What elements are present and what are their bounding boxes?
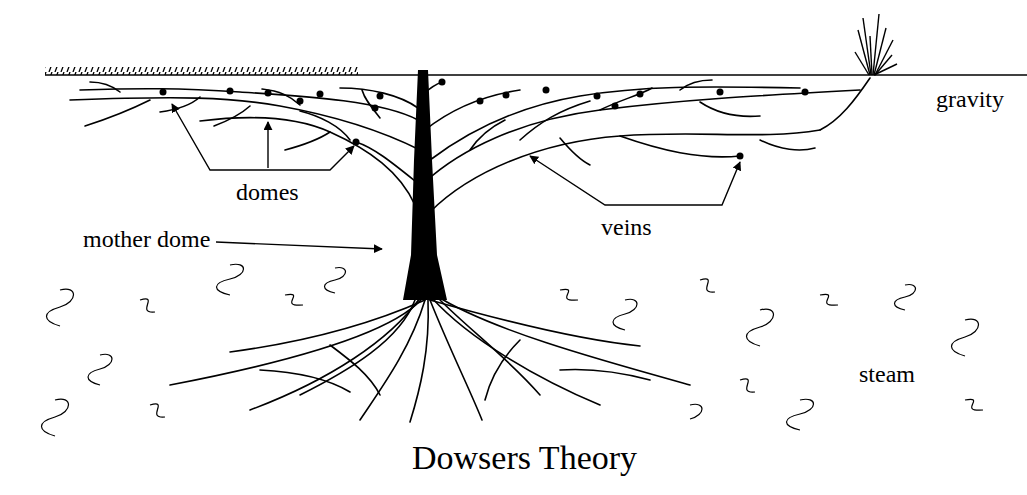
tree-roots [560, 369, 650, 380]
dome-dots [503, 92, 510, 99]
dome-dots [439, 79, 446, 86]
dome-dots [594, 93, 601, 100]
tree-roots [430, 300, 482, 420]
vein-branches [200, 118, 415, 205]
vein-branches [70, 98, 420, 150]
vein-branches [470, 120, 505, 150]
tree-roots [485, 340, 520, 400]
dome-dots [543, 87, 550, 94]
vein-branches [214, 106, 250, 126]
vein-branches [70, 78, 870, 212]
dome-dots [160, 79, 809, 160]
vein-branches [520, 101, 590, 140]
steam-wisps [285, 294, 303, 305]
steam-wisps [787, 399, 814, 430]
vein-branches [430, 130, 820, 212]
leader-arrows [267, 122, 268, 168]
grass-tuft [875, 55, 892, 75]
steam-wisps [690, 404, 702, 419]
grass-tuft [855, 52, 869, 75]
dome-dots [737, 153, 744, 160]
steam-wisps [895, 285, 916, 310]
vein-branches [620, 136, 740, 157]
steam-wisps [965, 399, 983, 410]
force-label: gravity [935, 86, 1005, 114]
part-label: veins [600, 214, 653, 242]
dome-dots [353, 139, 360, 146]
vein-branches [160, 97, 200, 112]
vein-branches [80, 89, 418, 120]
steam-wisps [42, 264, 984, 436]
tree-roots [330, 345, 380, 395]
ground-surface [45, 67, 1027, 75]
steam-wisps [150, 404, 165, 417]
steam-wisps [747, 309, 774, 346]
tree-trunk [403, 70, 447, 300]
grass-tuft [855, 14, 897, 75]
dome-dots [160, 89, 167, 96]
vein-branches [262, 89, 300, 105]
steam-wisps [140, 299, 155, 312]
dome-dots [297, 98, 304, 105]
part-label: mother dome [82, 226, 211, 254]
steam-wisps [740, 379, 755, 392]
steam-wisps [952, 319, 979, 356]
steam-wisps [325, 268, 346, 293]
grass-tuft [874, 28, 886, 75]
leader-arrows [172, 104, 740, 249]
layer-label: steam [858, 361, 916, 389]
tree-roots [250, 298, 420, 410]
vein-branches [356, 142, 420, 185]
vein-branches [85, 100, 150, 126]
tree-roots [410, 300, 428, 422]
leader-arrows [216, 242, 382, 249]
vein-branches [90, 82, 120, 92]
dome-dots [265, 90, 272, 97]
tree-roots [440, 300, 540, 395]
dome-dots [802, 89, 809, 96]
steam-wisps [560, 289, 578, 300]
steam-wisps [613, 299, 637, 330]
grass-tuft [874, 64, 897, 75]
vein-branches [700, 102, 760, 116]
vein-branches [600, 88, 652, 110]
tree-trunk [403, 70, 447, 300]
vein-branches [425, 90, 860, 182]
steam-wisps [820, 294, 838, 305]
vein-branches [285, 132, 330, 150]
steam-wisps [88, 354, 112, 385]
dome-dots [227, 88, 234, 95]
tree-roots [435, 295, 690, 385]
dome-dots [377, 93, 384, 100]
steam-wisps [47, 289, 74, 326]
steam-wisps [217, 264, 244, 295]
leader-arrows [172, 104, 354, 170]
vein-branches [680, 80, 712, 90]
vein-branches [760, 140, 815, 150]
part-label: domes [235, 179, 300, 207]
dome-dots [637, 91, 644, 98]
vein-branches [560, 138, 590, 165]
dome-dots [717, 89, 724, 96]
dome-dots [612, 103, 619, 110]
steam-wisps [42, 399, 69, 436]
grass-tuft [870, 36, 872, 75]
dome-dots [477, 98, 484, 105]
tree-roots [170, 295, 690, 422]
figure-caption: Dowsers Theory [412, 438, 637, 477]
vein-branches [422, 82, 442, 95]
steam-wisps [700, 279, 715, 292]
vein-branches [340, 88, 418, 108]
vein-branches [820, 78, 870, 130]
tree-roots [430, 300, 640, 346]
vein-branches [425, 90, 520, 130]
tree-roots [300, 300, 415, 395]
leader-arrows [530, 156, 740, 205]
dome-dots [372, 105, 379, 112]
dome-dots [317, 91, 324, 98]
ground-surface [45, 67, 358, 75]
tree-roots [230, 300, 425, 352]
tree-roots [260, 370, 350, 392]
